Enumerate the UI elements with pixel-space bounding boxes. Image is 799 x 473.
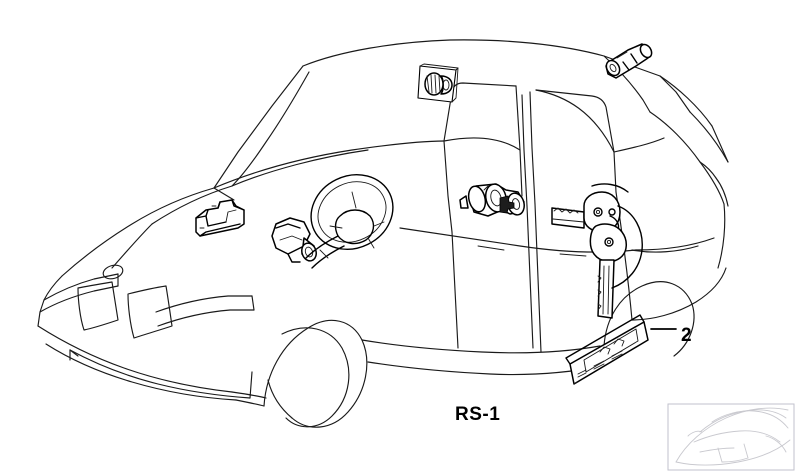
diagram-code-label: RS-1: [455, 404, 501, 425]
callout-number-2: 2: [681, 325, 693, 346]
